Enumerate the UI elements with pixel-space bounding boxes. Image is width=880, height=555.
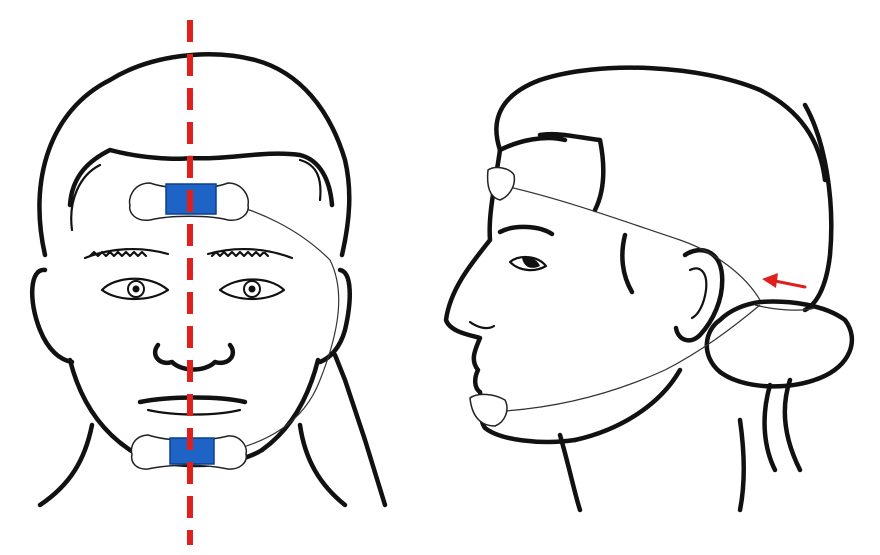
side-ear-inner <box>690 268 706 318</box>
front-cable <box>335 355 385 505</box>
front-face-left <box>70 360 130 450</box>
front-face-right <box>262 360 318 450</box>
front-neck-right <box>300 425 345 505</box>
front-left-eyebrow <box>85 249 168 258</box>
front-nose <box>155 345 233 370</box>
front-lower-lip <box>148 410 240 415</box>
side-nostril <box>470 322 494 328</box>
front-neck-left <box>40 425 92 505</box>
side-bun <box>707 302 852 387</box>
side-forehead-pad <box>488 168 515 200</box>
side-view-head <box>446 68 852 510</box>
side-profile <box>446 150 575 442</box>
strap-arrow <box>762 273 805 288</box>
side-eyebrow <box>500 227 552 234</box>
front-right-eyebrow <box>208 249 292 258</box>
side-neck-front <box>560 435 580 510</box>
side-jaw <box>575 370 680 440</box>
front-left-ear <box>32 270 72 362</box>
arrow-shaft <box>775 281 805 287</box>
side-neck-back <box>740 420 744 510</box>
side-sideburn <box>622 235 632 292</box>
arrow-head <box>762 273 778 288</box>
front-right-pupil <box>249 286 256 293</box>
side-chin-pad <box>470 394 507 426</box>
side-ponytail <box>765 380 800 470</box>
side-hair-top <box>496 68 825 180</box>
front-right-ear <box>320 270 350 362</box>
front-left-pupil <box>133 286 140 293</box>
front-lead-wire <box>210 200 339 455</box>
